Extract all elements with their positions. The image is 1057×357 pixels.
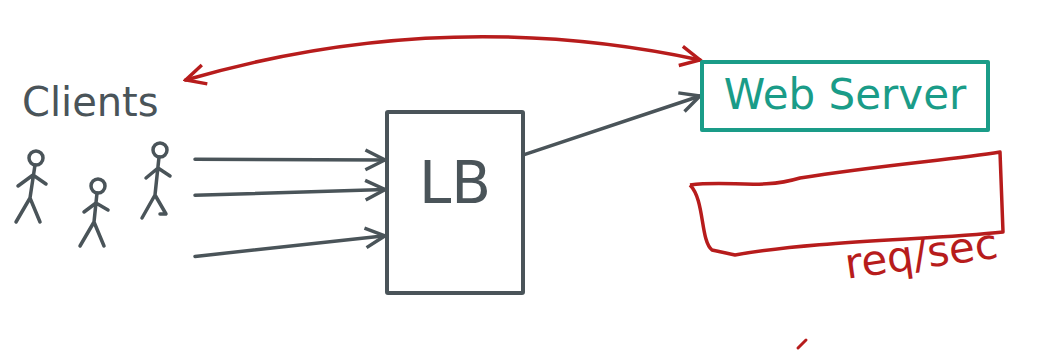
tick-mark	[798, 340, 806, 348]
server-box: Web Server	[700, 60, 990, 132]
rate-note: req/sec	[842, 219, 1001, 289]
arrow-connector	[195, 190, 385, 196]
load-balancer-box: LB	[385, 110, 525, 295]
arrow-connector	[186, 37, 700, 80]
client-group: Clients	[10, 80, 195, 260]
node-label: Web Server	[704, 72, 986, 118]
stick-figures	[16, 143, 170, 246]
node-label: Clients	[22, 80, 195, 124]
arrow-connector	[195, 157, 385, 161]
arrow-connector	[525, 96, 700, 154]
node-label: LB	[389, 152, 521, 216]
arrow-connector	[195, 236, 385, 257]
